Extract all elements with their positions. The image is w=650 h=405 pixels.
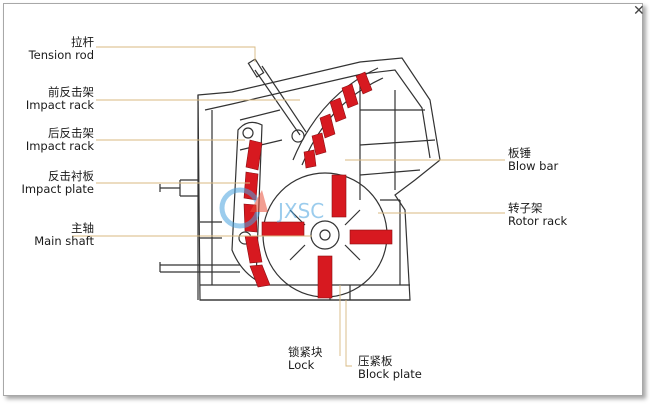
leader-lines — [72, 46, 505, 367]
close-icon[interactable]: ✕ — [633, 3, 645, 19]
wear-parts — [243, 71, 393, 299]
main-shaft-label: 主轴 Main shaft — [34, 221, 94, 249]
watermark-logo: JXSC — [219, 187, 324, 229]
svg-text:JXSC: JXSC — [276, 199, 324, 223]
crusher-housing — [159, 57, 441, 301]
front-impact-rack-label: 前反击架 Impact rack — [25, 85, 94, 113]
rear-impact-rack-label: 后反击架 Impact rack — [25, 126, 94, 154]
lock-label: 锁紧块 Lock — [288, 345, 323, 373]
block-plate-label: 压紧板 Block plate — [358, 354, 422, 382]
impact-plate-label: 反击衬板 Impact plate — [21, 169, 94, 197]
rotor-rack-label: 转子架 Rotor rack — [508, 201, 568, 229]
blow-bar-label: 板锤 Blow bar — [508, 146, 559, 174]
tension-rod-label: 拉杆 Tension rod — [28, 35, 94, 63]
diagram-frame — [3, 3, 643, 396]
